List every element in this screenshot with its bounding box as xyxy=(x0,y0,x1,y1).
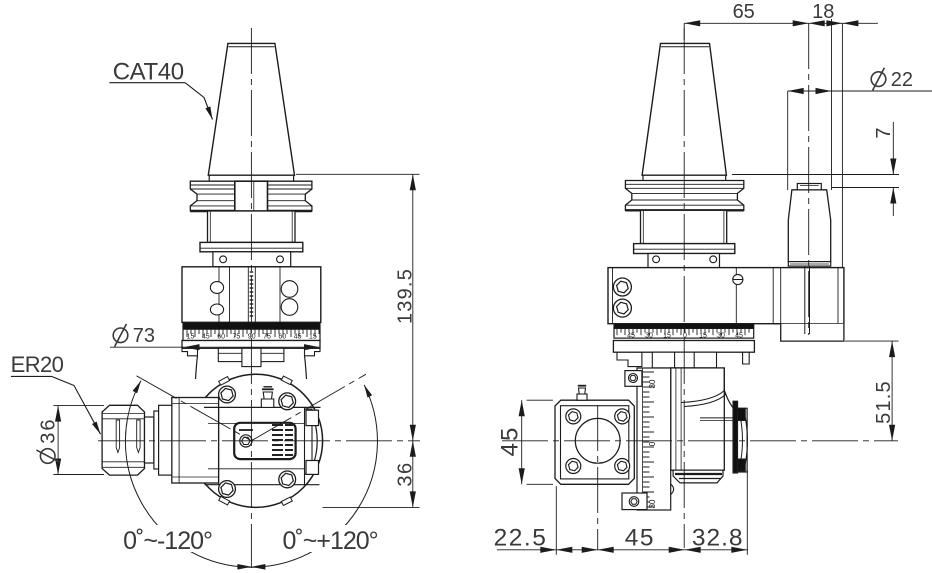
svg-text:15: 15 xyxy=(187,334,195,341)
svg-text:30: 30 xyxy=(717,332,725,339)
svg-text:65: 65 xyxy=(733,1,755,23)
svg-text:22.5: 22.5 xyxy=(494,525,548,552)
svg-text:139.5: 139.5 xyxy=(394,268,416,324)
svg-text:15: 15 xyxy=(309,334,317,341)
svg-text:15: 15 xyxy=(699,332,707,339)
svg-text:7: 7 xyxy=(873,127,895,138)
svg-text:18: 18 xyxy=(812,1,834,23)
svg-text:15: 15 xyxy=(663,332,671,339)
svg-text:60: 60 xyxy=(217,334,225,341)
svg-text:90: 90 xyxy=(248,334,256,341)
svg-text:30: 30 xyxy=(648,499,657,508)
svg-text:45: 45 xyxy=(627,332,635,339)
svg-text:45: 45 xyxy=(202,334,210,341)
svg-text:32.8: 32.8 xyxy=(692,525,744,552)
svg-text:45: 45 xyxy=(735,332,743,339)
svg-text:45: 45 xyxy=(497,426,524,457)
svg-text:30: 30 xyxy=(645,332,653,339)
svg-text:75: 75 xyxy=(233,334,241,341)
svg-text:45: 45 xyxy=(625,525,655,552)
svg-text:51.5: 51.5 xyxy=(873,380,895,424)
svg-text:0: 0 xyxy=(683,332,687,339)
svg-text:CAT40: CAT40 xyxy=(113,59,184,86)
svg-text:36: 36 xyxy=(394,461,416,486)
svg-text:0˚~-120°: 0˚~-120° xyxy=(123,527,212,555)
svg-text:0: 0 xyxy=(648,441,657,446)
svg-text:75: 75 xyxy=(263,334,271,341)
svg-text:45: 45 xyxy=(294,334,302,341)
svg-text:36: 36 xyxy=(38,417,60,443)
svg-text:ER20: ER20 xyxy=(11,352,64,377)
svg-text:73: 73 xyxy=(133,325,155,347)
svg-text:30: 30 xyxy=(648,379,657,388)
svg-text:60: 60 xyxy=(278,334,286,341)
svg-text:22: 22 xyxy=(891,69,913,91)
svg-text:0˚~+120°: 0˚~+120° xyxy=(283,527,378,555)
